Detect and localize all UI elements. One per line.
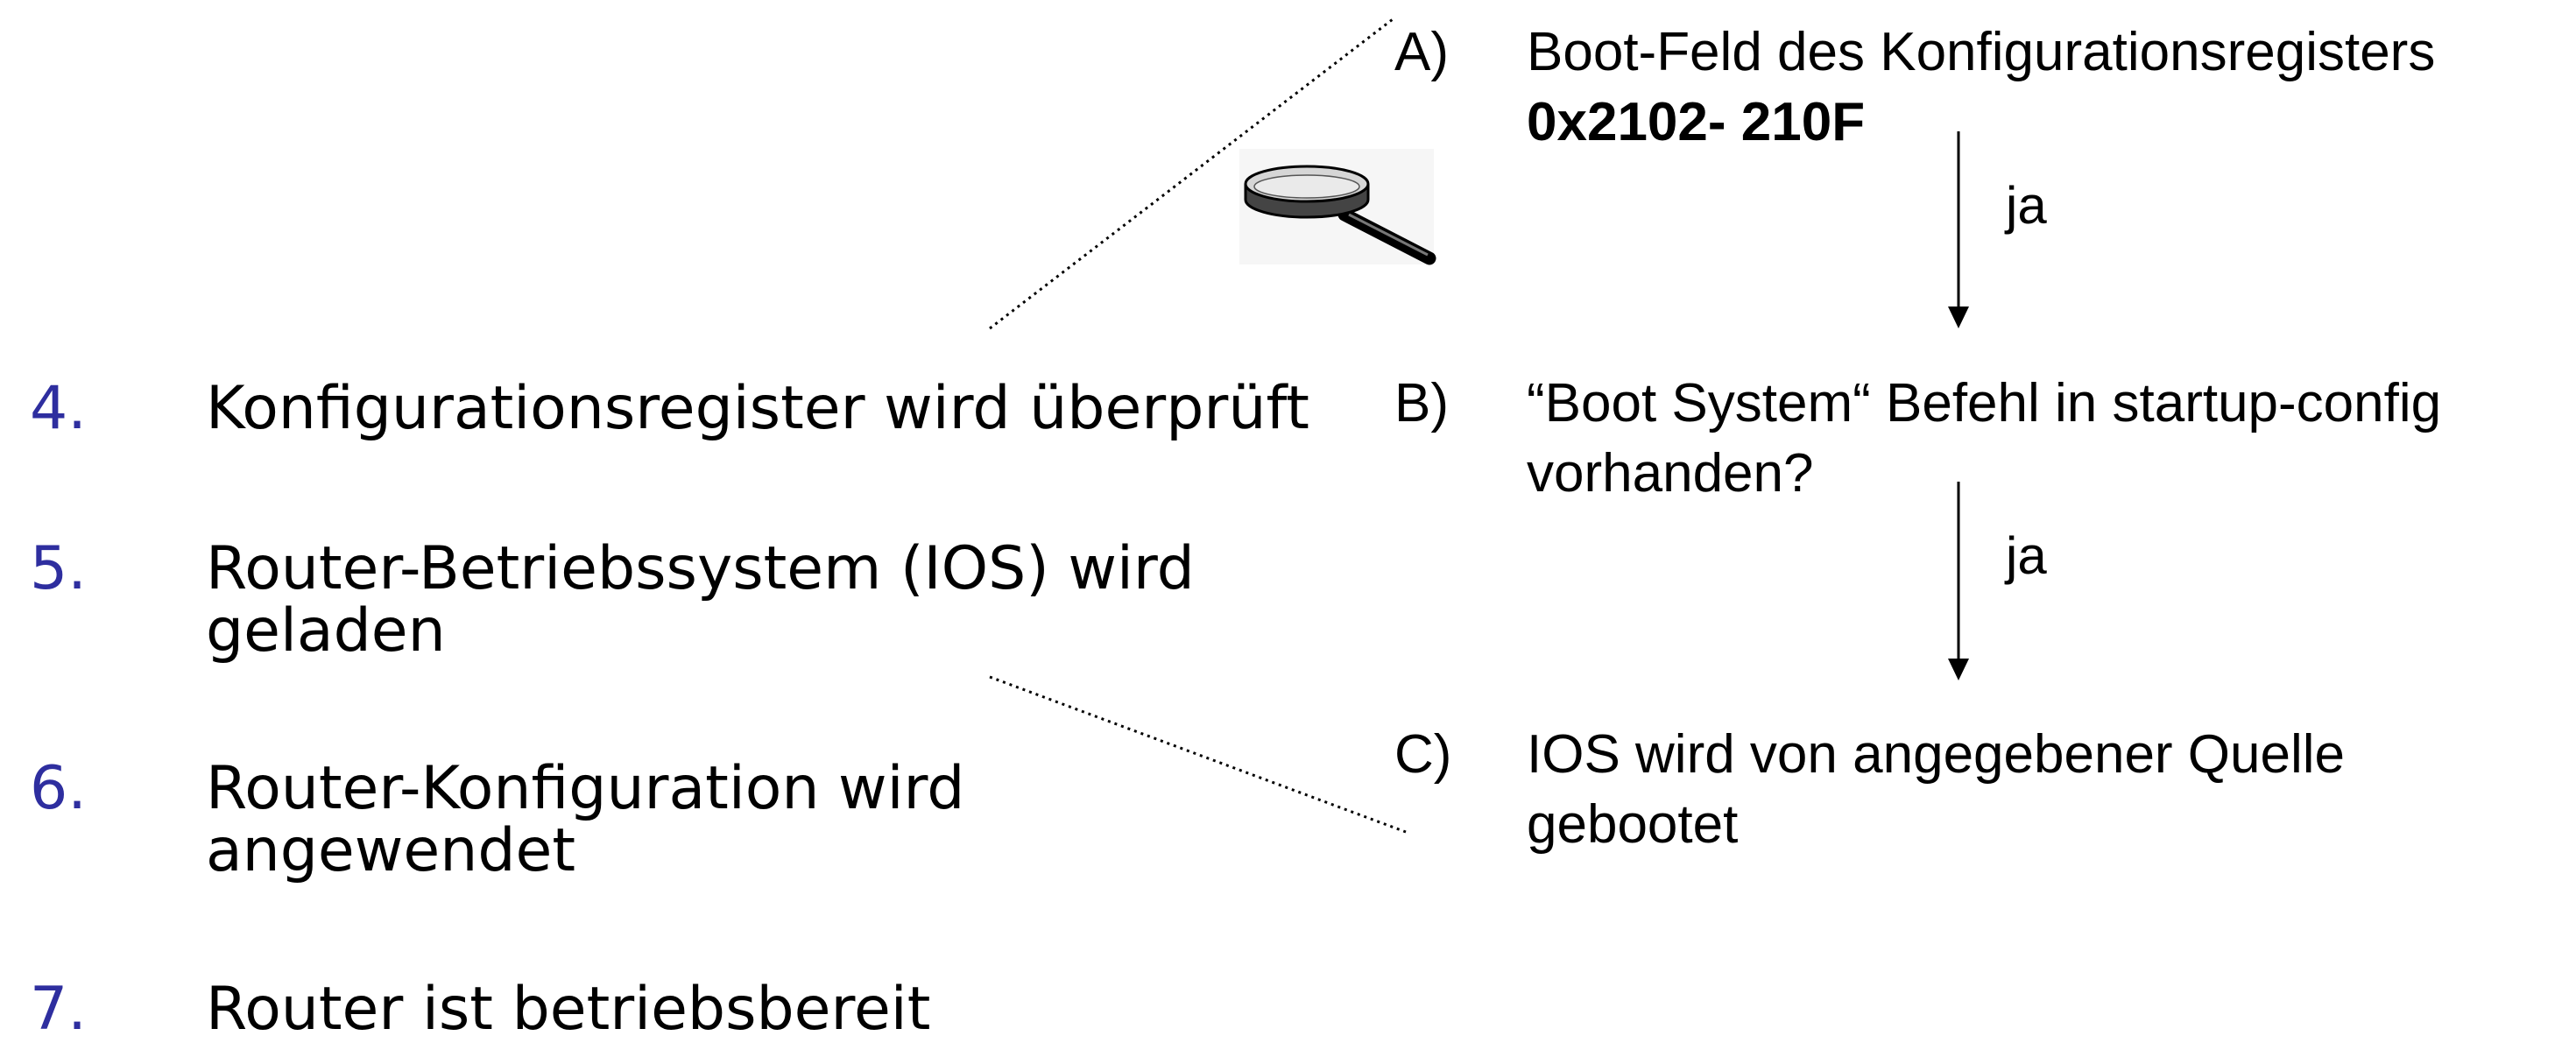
flow-text-line: gebootet	[1527, 794, 1739, 855]
step-text-continued: angewendet	[206, 816, 575, 885]
zoom-line-bottom	[989, 675, 1407, 834]
arrow-label-yes: ja	[2006, 176, 2047, 235]
step-number: 4.	[30, 374, 87, 443]
magnifying-glass-icon	[1239, 149, 1436, 265]
step-text-continued: geladen	[206, 596, 446, 666]
arrow-a-to-b	[1948, 131, 1969, 328]
step-number: 6.	[30, 754, 87, 823]
step-text: Router-Betriebssystem (IOS) wird	[206, 534, 1195, 603]
arrow-b-to-c	[1948, 482, 1969, 680]
flow-label: B)	[1394, 373, 1449, 433]
flow-text: IOS wird von angegebener Quelle gebootet	[1527, 720, 2345, 860]
flow-text: Boot-Feld des Konfigurationsregisters 0x…	[1527, 18, 2435, 158]
register-range: 0x2102- 210F	[1527, 92, 1866, 152]
flow-text-line: IOS wird von angegebener Quelle	[1527, 724, 2346, 785]
step-number: 5.	[30, 534, 87, 603]
flow-label: A)	[1394, 22, 1449, 82]
flow-text-line: “Boot System“ Befehl in startup-config	[1527, 373, 2442, 433]
flow-label: C)	[1394, 724, 1452, 785]
zoom-line-top	[989, 18, 1394, 330]
flow-text-line: Boot-Feld des Konfigurationsregisters	[1527, 22, 2436, 82]
step-text: Konfigurationsregister wird überprüft	[206, 374, 1309, 443]
step-text: Router-Konfiguration wird	[206, 754, 965, 823]
step-text: Router ist betriebsbereit	[206, 975, 931, 1044]
arrow-label-yes: ja	[2006, 526, 2047, 585]
flow-text: “Boot System“ Befehl in startup-config v…	[1527, 369, 2441, 509]
flow-text-line: vorhanden?	[1527, 443, 1814, 504]
step-number: 7.	[30, 975, 87, 1044]
